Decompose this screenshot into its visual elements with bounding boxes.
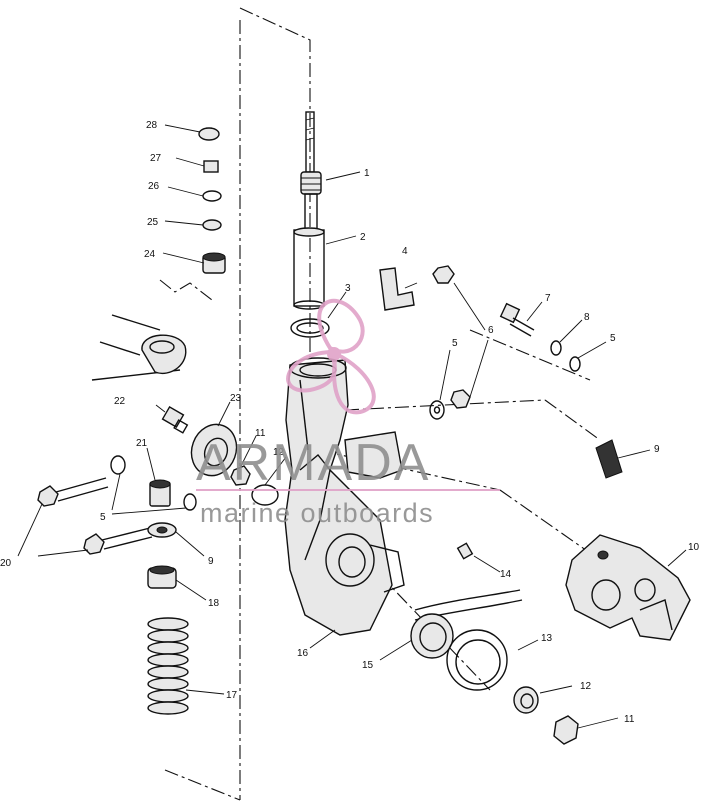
callout-24: 24: [144, 249, 156, 260]
callout-17: 17: [226, 690, 238, 701]
callout-22: 22: [114, 396, 126, 407]
watermark-tagline: marine outboards: [200, 498, 434, 528]
callout-6: 6: [488, 325, 494, 336]
callout-3: 3: [345, 283, 351, 294]
callout-labels: 1 2 3 4 5 5 5 6 7 8 9 9 10 11 11 12 12 1…: [0, 120, 700, 725]
callout-18: 18: [208, 598, 220, 609]
bracket-plate: [379, 267, 415, 311]
bushing-18: [147, 565, 177, 589]
lock-nut: [450, 389, 471, 409]
washer-5a: [110, 455, 126, 475]
fitting-22: [161, 405, 189, 434]
callout-8: 8: [584, 312, 590, 323]
spacer-21: [149, 479, 171, 507]
callout-27: 27: [150, 153, 162, 164]
nut-11-small: [230, 465, 251, 486]
strut-mount: [91, 314, 187, 381]
callout-11b: 11: [624, 714, 635, 725]
upper-nut-right: [432, 265, 455, 284]
callout-21: 21: [136, 438, 148, 449]
bolt-20-upper: [37, 477, 109, 507]
o-ring: [290, 318, 330, 338]
washer-12: [513, 686, 539, 714]
axle-nut-11: [553, 715, 579, 745]
callout-7: 7: [545, 293, 551, 304]
washer-5c: [569, 356, 581, 372]
callout-12a: 12: [273, 447, 285, 458]
callout-5a: 5: [452, 338, 458, 349]
callout-5b: 5: [100, 512, 106, 523]
propeller-logo-icon: [286, 299, 376, 415]
callout-13: 13: [541, 633, 553, 644]
callout-9a: 9: [654, 444, 660, 455]
tie-rod-bolt: [499, 302, 535, 337]
callout-15: 15: [362, 660, 374, 671]
callout-12b: 12: [580, 681, 592, 692]
steering-knuckle: [284, 357, 405, 636]
brake-hose: [414, 542, 523, 621]
callout-14: 14: [500, 569, 512, 580]
bearing-race-13: [446, 629, 508, 691]
washer-5b: [183, 493, 197, 511]
bushing-24: [202, 252, 226, 274]
callout-20: 20: [0, 558, 12, 569]
washer-left: [429, 400, 445, 420]
washer-25: [202, 219, 222, 231]
bolt-20-lower: [83, 527, 153, 555]
watermark-brand: ARMADA: [196, 434, 430, 492]
leader-lines: [17, 124, 687, 729]
callout-5c: 5: [610, 333, 616, 344]
armada-watermark: ARMADA marine outboards: [196, 299, 500, 528]
washer-8: [550, 340, 562, 356]
callout-25: 25: [147, 217, 159, 228]
callout-9b: 9: [208, 556, 214, 567]
centerlines: [159, 7, 601, 801]
callout-10: 10: [688, 542, 700, 553]
coil-spring: [147, 617, 189, 715]
strut-shaft: [300, 111, 322, 231]
brake-caliper: [565, 534, 691, 641]
strut-tube: [293, 227, 325, 310]
callout-4: 4: [402, 246, 408, 257]
callout-23: 23: [230, 393, 242, 404]
washer-26: [202, 190, 222, 202]
cap-28: [198, 127, 220, 141]
callout-28: 28: [146, 120, 158, 131]
hub-seal-15: [410, 613, 454, 659]
callout-1: 1: [364, 168, 370, 179]
callout-26: 26: [148, 181, 160, 192]
callout-11a: 11: [255, 428, 266, 439]
callout-2: 2: [360, 232, 366, 243]
seal-23: [190, 423, 238, 477]
nut-27: [203, 160, 219, 173]
brake-pad: [595, 439, 623, 479]
callout-16: 16: [297, 648, 309, 659]
